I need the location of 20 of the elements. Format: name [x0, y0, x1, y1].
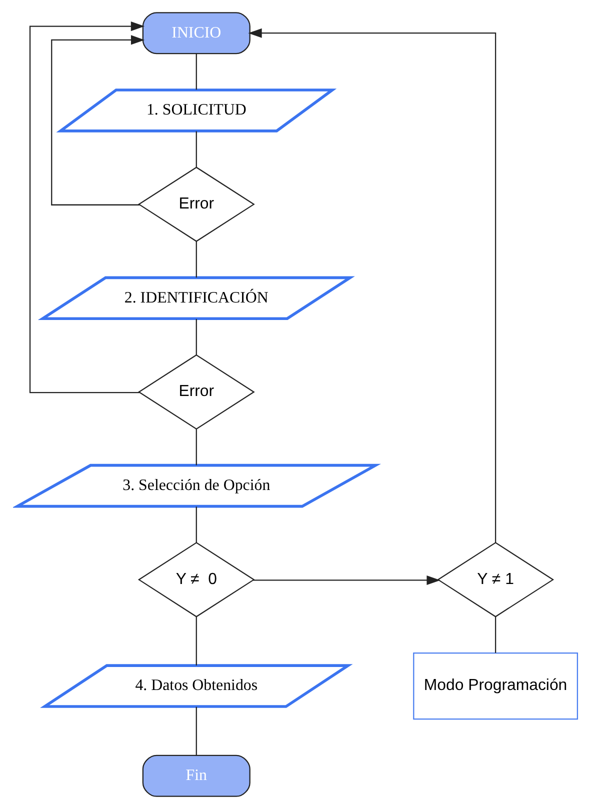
- connector: [196, 131, 197, 168]
- node-box: Modo Programación: [413, 652, 578, 720]
- node-box: INICIO: [142, 12, 250, 54]
- node-diamond: Error: [138, 166, 255, 242]
- arrow: [51, 35, 145, 206]
- connector: [494, 616, 496, 653]
- connector: [196, 54, 197, 90]
- arrow: [248, 28, 496, 543]
- arrow: [253, 575, 440, 586]
- connector: [196, 706, 197, 756]
- node-box: Fin: [142, 754, 250, 797]
- node-diamond: Y ≠ 0: [138, 542, 255, 618]
- connector: [196, 318, 197, 355]
- node-diamond: Y ≠ 1: [437, 542, 554, 618]
- connector: [196, 241, 197, 278]
- connector: [196, 506, 197, 543]
- connector: [196, 429, 197, 466]
- node-diamond: Error: [138, 354, 255, 430]
- arrow: [29, 22, 145, 394]
- connector: [196, 616, 197, 666]
